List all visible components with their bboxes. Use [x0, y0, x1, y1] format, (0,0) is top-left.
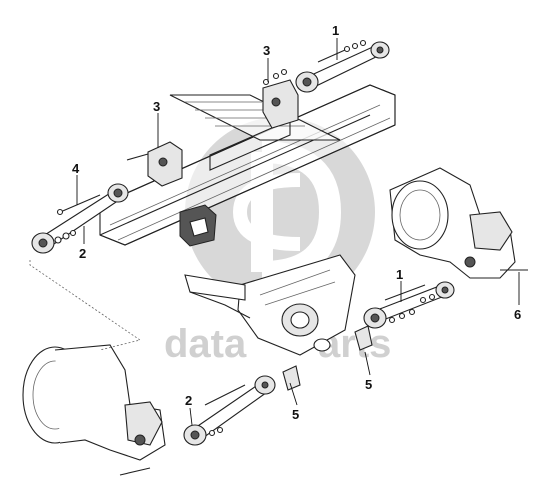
lower-torque-rod	[183, 365, 301, 446]
central-axle-housing	[184, 254, 356, 356]
assembly-guide-line	[29, 260, 141, 351]
callout-1-top: 1	[332, 23, 339, 38]
callout-2-upper: 2	[79, 246, 86, 261]
frame-bracket-upper	[262, 68, 299, 129]
callout-3-mid: 3	[153, 99, 160, 114]
right-axle-housing	[389, 167, 528, 279]
leader-lines	[76, 38, 520, 426]
chassis-frame	[99, 84, 396, 246]
callout-4: 4	[72, 161, 80, 176]
lower-left-axle-housing	[22, 344, 166, 476]
frame-bracket-middle	[126, 141, 217, 247]
callout-6: 6	[514, 307, 521, 322]
right-lower-torque-rod	[354, 281, 455, 351]
callout-5-right: 5	[365, 377, 372, 392]
callout-3-top: 3	[263, 43, 270, 58]
callout-2-lower: 2	[185, 393, 192, 408]
upper-right-torque-rod	[295, 39, 390, 93]
watermark-text-left: data	[164, 322, 247, 366]
upper-left-torque-rod	[31, 183, 129, 254]
callout-5-lower: 5	[292, 407, 299, 422]
callout-1-right: 1	[396, 267, 403, 282]
